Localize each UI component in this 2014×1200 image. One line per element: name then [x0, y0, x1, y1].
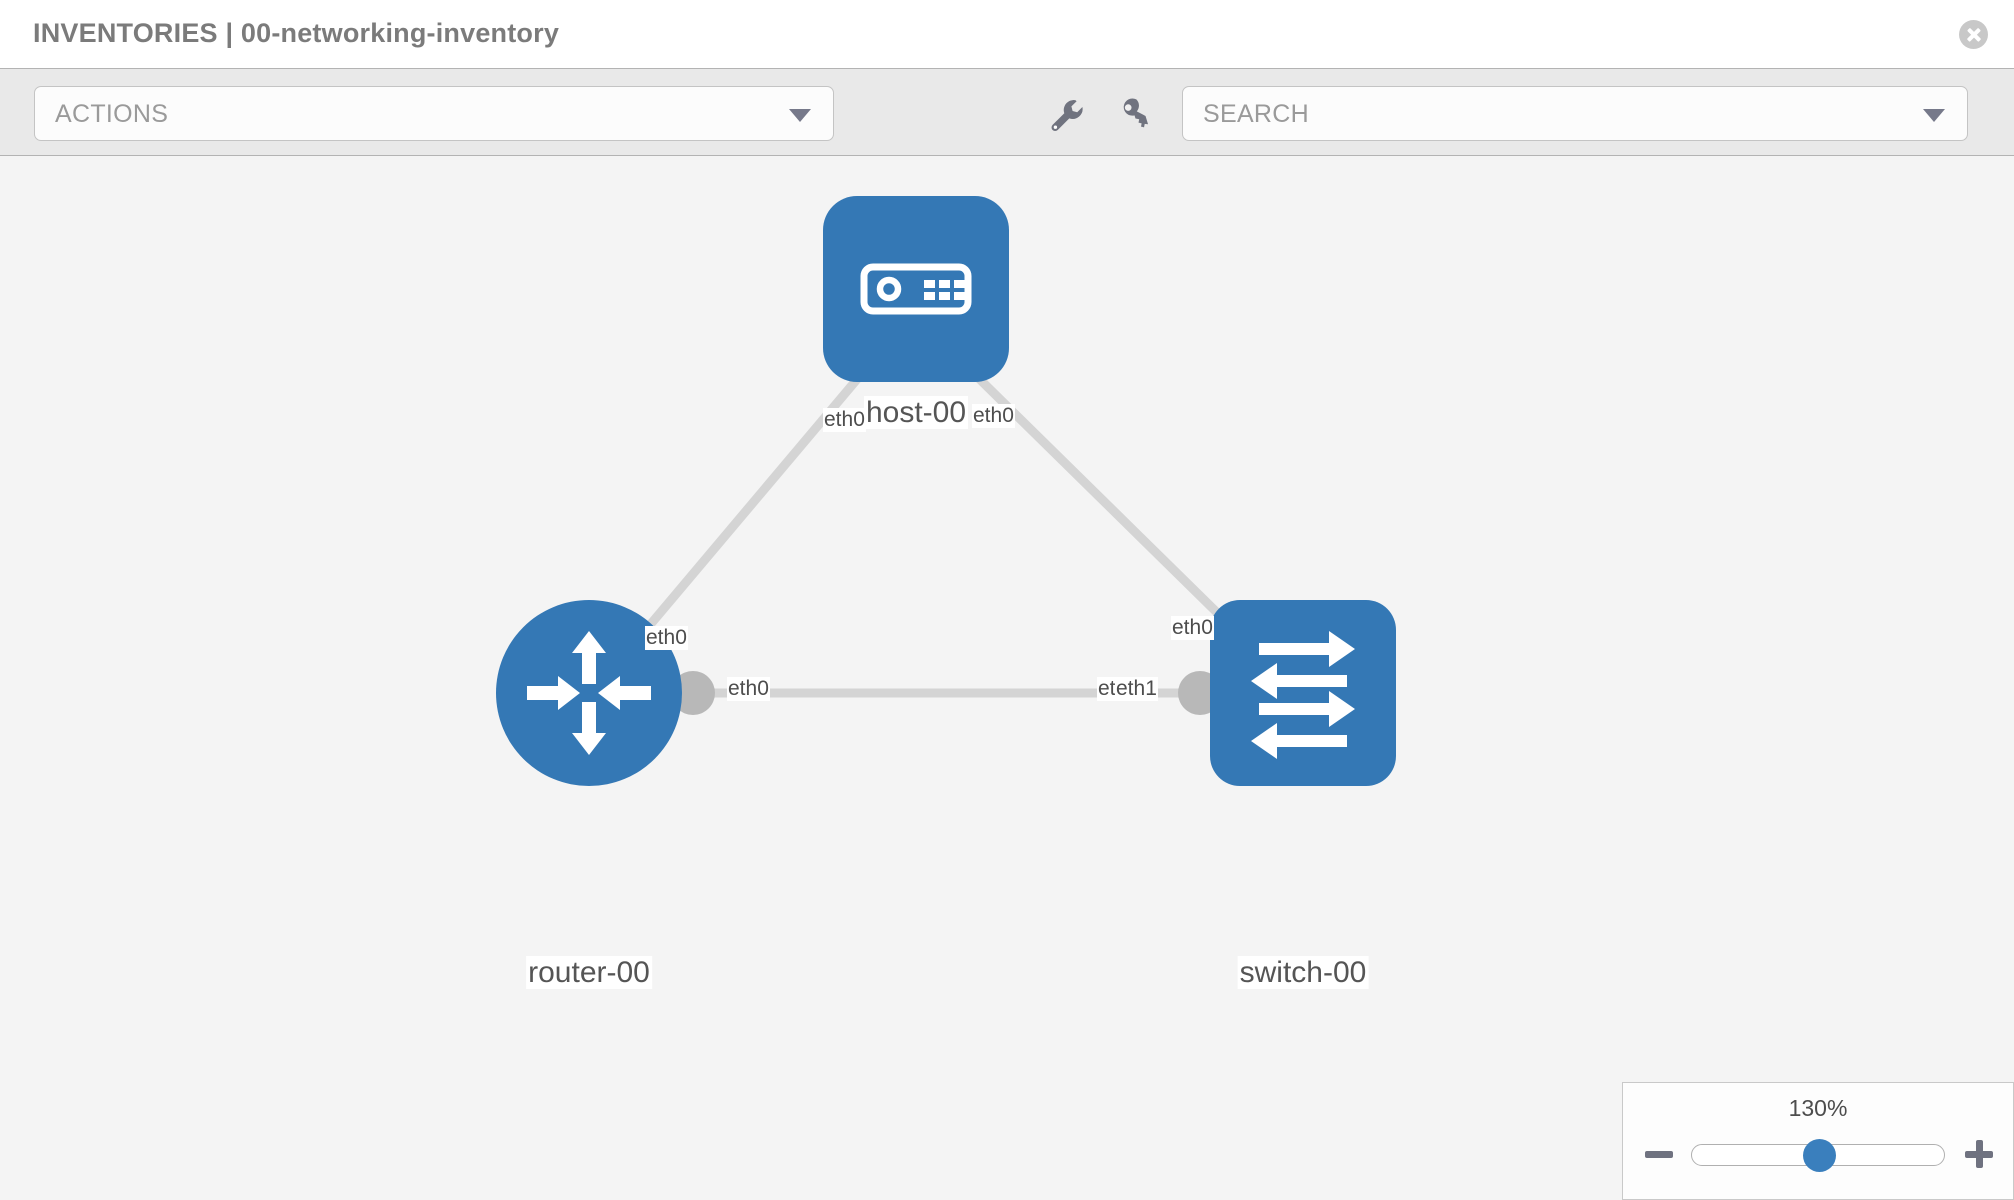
edge-label-host00-switch00-source: eth0	[972, 404, 1015, 429]
search-input[interactable]: SEARCH	[1182, 86, 1968, 141]
close-icon[interactable]	[1959, 20, 1988, 49]
link-host00-router00[interactable]	[623, 347, 885, 656]
node-label-router-00: router-00	[526, 956, 652, 989]
endpoint-handle[interactable]	[671, 671, 715, 715]
zoom-slider-thumb[interactable]	[1802, 1138, 1836, 1172]
zoom-slider-row	[1623, 1135, 2013, 1175]
chevron-down-icon	[1923, 109, 1945, 122]
edge-label-switch00-host00: eth0	[1171, 616, 1214, 641]
zoom-slider-track[interactable]	[1691, 1138, 1945, 1172]
page-header: INVENTORIES | 00-networking-inventory	[0, 0, 2014, 68]
plus-icon-vertical	[1976, 1140, 1983, 1168]
toolbar: ACTIONS SEARCH	[0, 68, 2014, 156]
edge-label-router00-switch00-target: eth1	[1115, 677, 1158, 702]
node-router-00[interactable]	[496, 600, 682, 786]
edge-label-host00-router00-source: eth0	[823, 408, 866, 433]
chevron-down-icon	[789, 109, 811, 122]
search-input-placeholder: SEARCH	[1203, 100, 1309, 128]
topology-endpoints	[671, 326, 1265, 715]
node-label-host-00: host-00	[863, 396, 969, 429]
zoom-control-panel: 130%	[1622, 1082, 2014, 1200]
edge-label-router00-switch00-source: eth0	[727, 677, 770, 702]
actions-dropdown[interactable]: ACTIONS	[34, 86, 834, 141]
node-label-switch-00: switch-00	[1237, 956, 1369, 989]
topology-graph	[496, 196, 1396, 786]
key-icon[interactable]	[1115, 95, 1155, 135]
zoom-in-button[interactable]	[1963, 1138, 1995, 1170]
wrench-icon[interactable]	[1046, 95, 1086, 135]
edge-label-router00-host00: eth0	[645, 626, 688, 651]
link-host00-switch00[interactable]	[947, 347, 1253, 648]
zoom-level-value: 130%	[1788, 1095, 1848, 1121]
page-title: INVENTORIES | 00-networking-inventory	[33, 18, 560, 48]
zoom-out-button[interactable]	[1643, 1138, 1675, 1170]
node-switch-00[interactable]	[1210, 600, 1396, 786]
minus-icon	[1645, 1151, 1673, 1158]
topology-canvas[interactable]: host-00 router-00 switch-00 eth0 eth0 et…	[0, 156, 2014, 1200]
actions-dropdown-label: ACTIONS	[55, 100, 169, 128]
node-host-00[interactable]	[823, 196, 1009, 382]
